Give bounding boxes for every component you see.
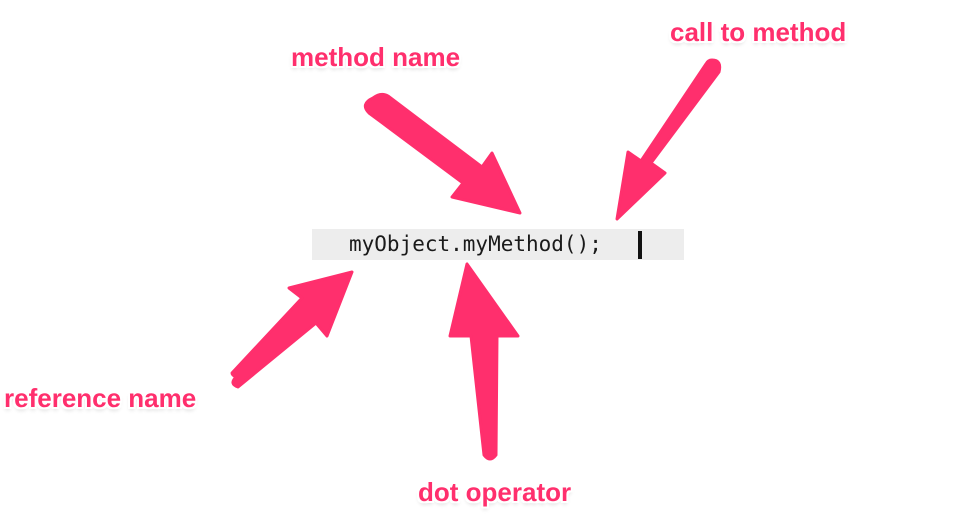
code-text: myObject.myMethod(); — [349, 232, 602, 256]
label-call-to-method: call to method — [670, 17, 847, 47]
label-reference-name: reference name — [4, 383, 197, 413]
label-method-name: method name — [291, 42, 461, 72]
arrow-call-to-method — [615, 58, 722, 221]
arrow-dot-operator — [448, 262, 520, 461]
arrow-reference-name — [230, 270, 354, 389]
text-cursor — [638, 231, 642, 259]
arrow-method-name — [363, 92, 522, 215]
label-dot-operator: dot operator — [418, 477, 572, 507]
code-snippet-box: myObject.myMethod(); — [312, 229, 684, 260]
